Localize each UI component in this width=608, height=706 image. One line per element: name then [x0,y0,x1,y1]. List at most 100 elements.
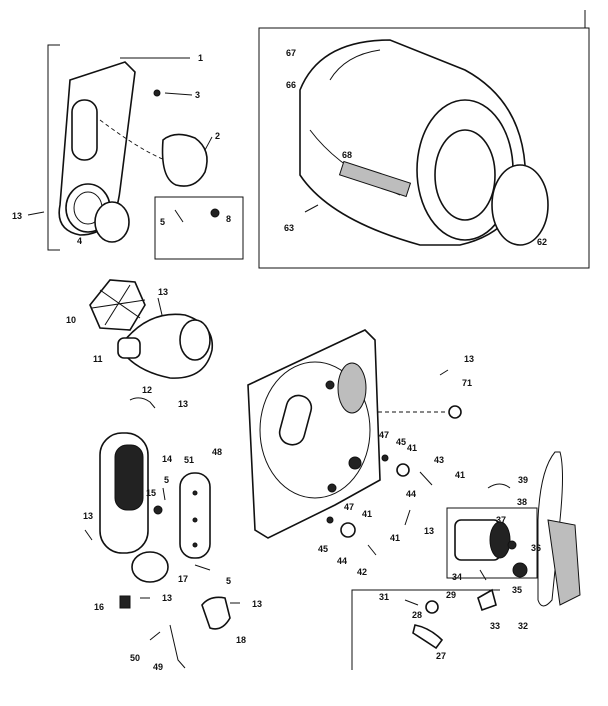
label-11: 11 [93,354,103,364]
screw-15-icon [153,505,163,515]
idler-box-bracket [351,589,500,670]
label-5b: 5 [164,475,169,485]
blower-inlet [179,319,211,361]
label-34: 34 [452,572,462,582]
screw-50-icon [149,631,161,641]
cover-hole-2 [192,517,198,523]
label-31: 31 [379,592,389,602]
clip-12-icon [129,397,156,409]
label-13e: 13 [162,593,172,603]
label-44a: 44 [406,489,416,499]
screw-13g-icon [439,369,449,376]
bolt-43-icon [419,471,433,486]
label-62: 62 [537,237,547,247]
screw-5b-icon [162,487,166,501]
label-41b: 41 [455,470,465,480]
label-13b: 13 [158,287,168,297]
label-13d: 13 [83,511,93,521]
label-13a: 13 [12,211,22,221]
motor-pulley-35 [512,562,528,578]
drum-opening [434,129,496,221]
label-13g: 13 [464,354,474,364]
label-1: 1 [198,53,203,63]
label-44b: 44 [337,556,347,566]
label-49: 49 [153,662,163,672]
label-16: 16 [94,602,104,612]
leader-2 [204,136,213,151]
drum-group [258,27,590,269]
rear-panel-slot [278,394,313,446]
label-29: 29 [446,590,456,600]
label-4: 4 [77,236,82,246]
blower-group [89,279,214,379]
rear-hole-a [325,380,335,390]
idler-arm-33 [477,588,497,612]
label-14: 14 [162,454,172,464]
rear-hole-c [327,483,337,493]
label-47a: 47 [379,430,389,440]
label-10: 10 [66,315,76,325]
blower-outlet [117,337,141,359]
belt-tensioner [547,519,581,606]
filter-opening [114,444,144,511]
label-12: 12 [142,385,152,395]
bolt-42-icon [367,544,377,556]
label-38: 38 [517,497,527,507]
cover-hole-3 [192,542,198,548]
label-68: 68 [342,150,352,160]
label-41a: 41 [407,443,417,453]
label-5c: 5 [226,576,231,586]
label-13f: 13 [252,599,262,609]
screw-13b-icon [157,297,163,316]
label-48: 48 [212,447,222,457]
screw-5-icon [174,209,184,223]
label-3: 3 [195,90,200,100]
leader-dashed-2 [99,119,166,161]
bracket-36-icon [507,540,517,550]
nut-45b-icon [326,516,334,524]
label-5a: 5 [160,217,165,227]
screw-13h-icon [404,509,411,526]
nut-45a-icon [381,454,389,462]
label-71: 71 [462,378,472,388]
access-cover-51 [179,472,211,559]
label-50: 50 [130,653,140,663]
motor-box-38 [446,507,538,579]
idler-pulley-29 [425,600,439,614]
duct-seal-ring [94,201,130,243]
wire-harness-49 [169,624,186,669]
washer-44a-icon [396,463,410,477]
label-13h: 13 [424,526,434,536]
screw-3-icon [153,89,161,97]
washer-44b-icon [340,522,356,538]
label-51: 51 [184,455,194,465]
label-67: 67 [286,48,296,58]
label-41d: 41 [390,533,400,543]
screw-31-icon [404,599,419,606]
label-42: 42 [357,567,367,577]
clip-39-icon [487,483,511,489]
lint-opening [71,99,98,161]
motor-end-bell [489,521,511,559]
thermostat-18 [201,596,231,630]
clip-8-icon [210,208,220,218]
label-2: 2 [215,131,220,141]
rear-hole-b [348,456,362,470]
label-45b: 45 [318,544,328,554]
rear-panel-dome [259,361,371,499]
drive-belt-32 [537,451,563,607]
drum-seal-62 [491,164,549,246]
drum-inset-box [258,27,590,269]
label-17: 17 [178,574,188,584]
label-18: 18 [236,635,246,645]
label-33: 33 [490,621,500,631]
screw-13d-icon [84,529,93,541]
screw-5c-icon [194,564,211,571]
label-35: 35 [512,585,522,595]
label-32: 32 [518,621,528,631]
label-37: 37 [496,515,506,525]
rear-vent-grille [337,362,367,414]
clip-34-icon [479,569,487,581]
label-27: 27 [436,651,446,661]
